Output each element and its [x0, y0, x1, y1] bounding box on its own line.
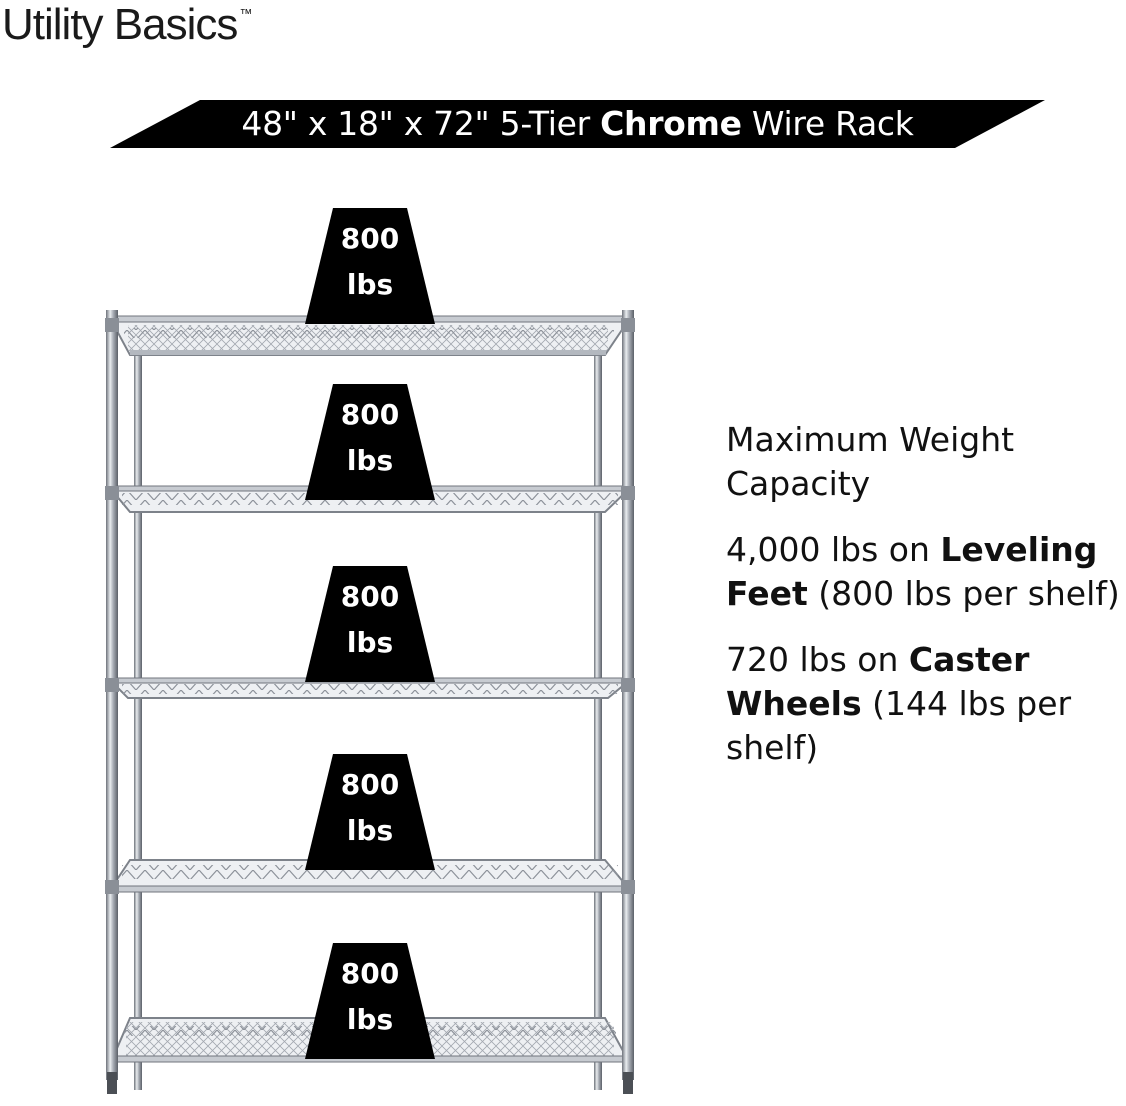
brand-name: Utility Basics	[2, 0, 238, 49]
front-left-pole	[106, 310, 118, 1080]
leveling-feet-pre: 4,000 lbs on	[726, 530, 941, 569]
caster-wheels-spec: 720 lbs on Caster Wheels (144 lbs per sh…	[726, 638, 1126, 770]
banner-background	[110, 100, 1045, 148]
shelf-3-capacity-badge: 800 lbs	[305, 566, 435, 682]
capacity-specs: Maximum Weight Capacity 4,000 lbs on Lev…	[726, 418, 1126, 792]
product-title-bold: Chrome	[600, 104, 742, 143]
right-foot	[623, 1072, 633, 1094]
back-right-pole	[594, 350, 602, 1090]
shelf-1-capacity-badge: 800 lbs	[305, 208, 435, 324]
shelf-2-capacity-unit: lbs	[346, 444, 394, 477]
caster-wheels-pre: 720 lbs on	[726, 640, 909, 679]
back-left-pole	[134, 350, 142, 1090]
shelf-1	[108, 315, 632, 356]
leveling-feet-post: (800 lbs per shelf)	[807, 574, 1120, 613]
product-title-prefix: 48" x 18" x 72" 5-Tier	[241, 104, 601, 143]
shelf-3-capacity-unit: lbs	[346, 626, 394, 659]
shelf-4	[108, 859, 633, 893]
shelf-2-capacity-value: 800	[340, 398, 400, 431]
product-title-banner: 48" x 18" x 72" 5-Tier Chrome Wire Rack	[110, 100, 1045, 148]
wire-rack-illustration	[105, 310, 635, 1094]
trademark-symbol: ™	[239, 6, 252, 21]
leveling-feet-spec: 4,000 lbs on Leveling Feet (800 lbs per …	[726, 528, 1126, 616]
front-right-pole	[622, 310, 634, 1080]
leveling-feet-bold: Leveling Feet	[726, 530, 1098, 613]
caster-wheels-bold: Caster Wheels	[726, 640, 1030, 723]
shelf-1-capacity-unit: lbs	[346, 268, 394, 301]
product-title: 48" x 18" x 72" 5-Tier Chrome Wire Rack	[110, 100, 1045, 148]
shelf-1-capacity-value: 800	[340, 222, 400, 255]
shelf-5-capacity-unit: lbs	[346, 1003, 394, 1036]
shelf-2-capacity-badge: 800 lbs	[305, 384, 435, 500]
shelf-5-capacity-value: 800	[340, 957, 400, 990]
caster-wheels-post: (144 lbs per shelf)	[726, 684, 1072, 767]
product-title-suffix: Wire Rack	[741, 104, 914, 143]
specs-heading: Maximum Weight Capacity	[726, 420, 1015, 503]
left-foot	[107, 1072, 117, 1094]
shelf-4-capacity-badge: 800 lbs	[305, 754, 435, 870]
shelf-5-capacity-badge: 800 lbs	[305, 943, 435, 1059]
shelf-3-capacity-value: 800	[340, 580, 400, 613]
shelf-4-capacity-unit: lbs	[346, 814, 394, 847]
shelf-4-capacity-value: 800	[340, 768, 400, 801]
